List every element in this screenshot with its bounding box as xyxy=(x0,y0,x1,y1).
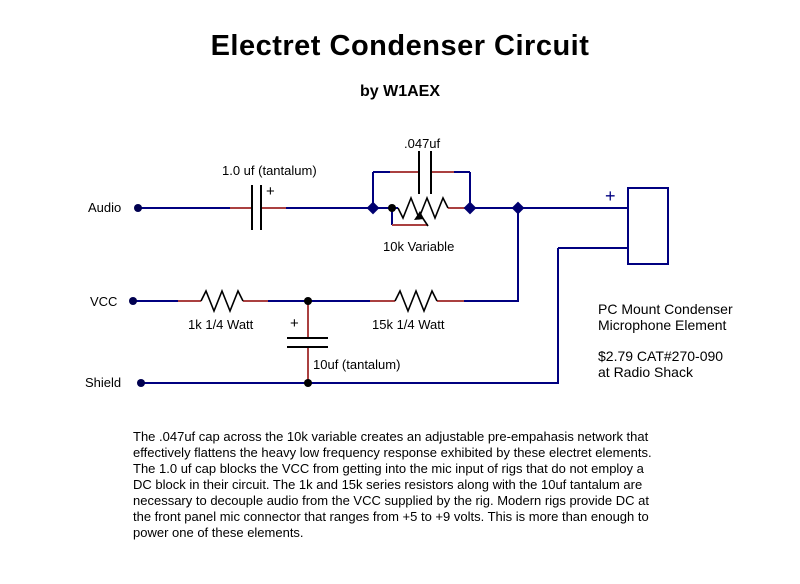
resistor-15k-label: 15k 1/4 Watt xyxy=(372,317,445,332)
bypass-cap-label: .047uf xyxy=(404,136,441,151)
page-byline: by W1AEX xyxy=(359,83,440,100)
vcc-terminal-label: VCC xyxy=(90,294,118,309)
terminal-dots xyxy=(129,204,145,387)
mic-description-line1: PC Mount Condenser xyxy=(598,301,733,317)
page-title: Electret Condenser Circuit xyxy=(210,30,590,62)
decoupling-capacitor-icon xyxy=(287,337,328,348)
shield-terminal-label: Shield xyxy=(85,375,122,390)
shield-wire xyxy=(141,247,628,384)
decoupling-cap-polarity: + xyxy=(290,315,299,332)
resistor-15k-icon xyxy=(394,288,438,314)
coupling-cap-label: 1.0 uf (tantalum) xyxy=(222,163,317,178)
pot-label: 10k Variable xyxy=(383,239,455,254)
mic-description-line2: Microphone Element xyxy=(598,317,727,333)
coupling-cap-polarity: + xyxy=(266,183,275,200)
mic-price-line2: at Radio Shack xyxy=(598,364,693,380)
bypass-capacitor-icon xyxy=(418,151,432,194)
resistor-1k-label: 1k 1/4 Watt xyxy=(188,317,254,332)
vcc-wire xyxy=(133,208,519,302)
mic-polarity: + xyxy=(605,186,616,206)
audio-terminal-label: Audio xyxy=(88,200,122,215)
circuit-notes: The .047uf cap across the 10k variable c… xyxy=(133,429,652,540)
coupling-capacitor-icon xyxy=(251,185,262,230)
decoupling-cap-label: 10uf (tantalum) xyxy=(313,357,401,372)
mic-price-line1: $2.79 CAT#270-090 xyxy=(598,348,724,364)
mic-element-body xyxy=(627,187,669,265)
potentiometer-icon xyxy=(391,195,449,227)
bypass-cap-loop xyxy=(372,171,471,208)
resistor-1k-icon xyxy=(200,288,244,314)
